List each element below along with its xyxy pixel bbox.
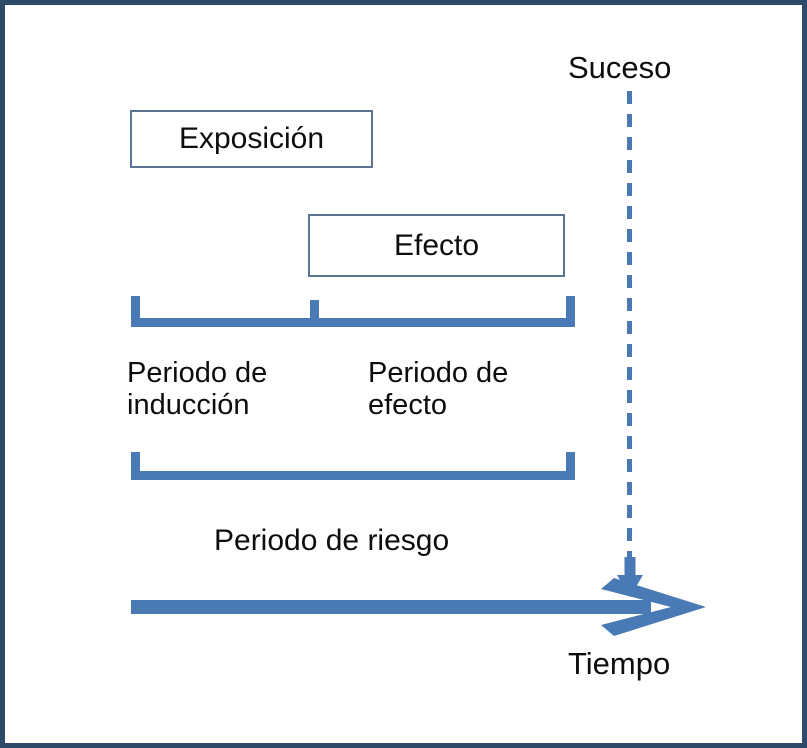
time-axis-arrow bbox=[131, 575, 706, 639]
upper-bracket-tick-middle bbox=[310, 300, 319, 327]
effect-period-label: Periodo de efecto bbox=[368, 357, 509, 422]
upper-bracket-tick-left bbox=[131, 296, 140, 327]
diagram-inner-area: Exposición Efecto Suceso Periodo de indu… bbox=[5, 5, 802, 743]
exposure-box: Exposición bbox=[130, 110, 373, 168]
lower-bracket-bar bbox=[131, 471, 575, 480]
lower-bracket-tick-left bbox=[131, 452, 140, 480]
upper-bracket-bar bbox=[131, 318, 575, 327]
event-label: Suceso bbox=[568, 50, 672, 85]
upper-bracket-tick-right bbox=[566, 296, 575, 327]
lower-bracket bbox=[131, 452, 575, 480]
event-arrow-down-icon bbox=[617, 557, 643, 597]
effect-box-label: Efecto bbox=[393, 228, 480, 262]
time-axis-label: Tiempo bbox=[568, 646, 671, 681]
effect-box: Efecto bbox=[308, 214, 565, 277]
event-dashed-line bbox=[624, 91, 635, 561]
induction-period-label: Periodo de inducción bbox=[127, 357, 268, 422]
upper-bracket bbox=[131, 296, 575, 327]
event-dashed-line-stem bbox=[627, 91, 632, 561]
exposure-box-label: Exposición bbox=[178, 122, 325, 155]
lower-bracket-tick-right bbox=[566, 452, 575, 480]
risk-period-label: Periodo de riesgo bbox=[214, 524, 450, 557]
